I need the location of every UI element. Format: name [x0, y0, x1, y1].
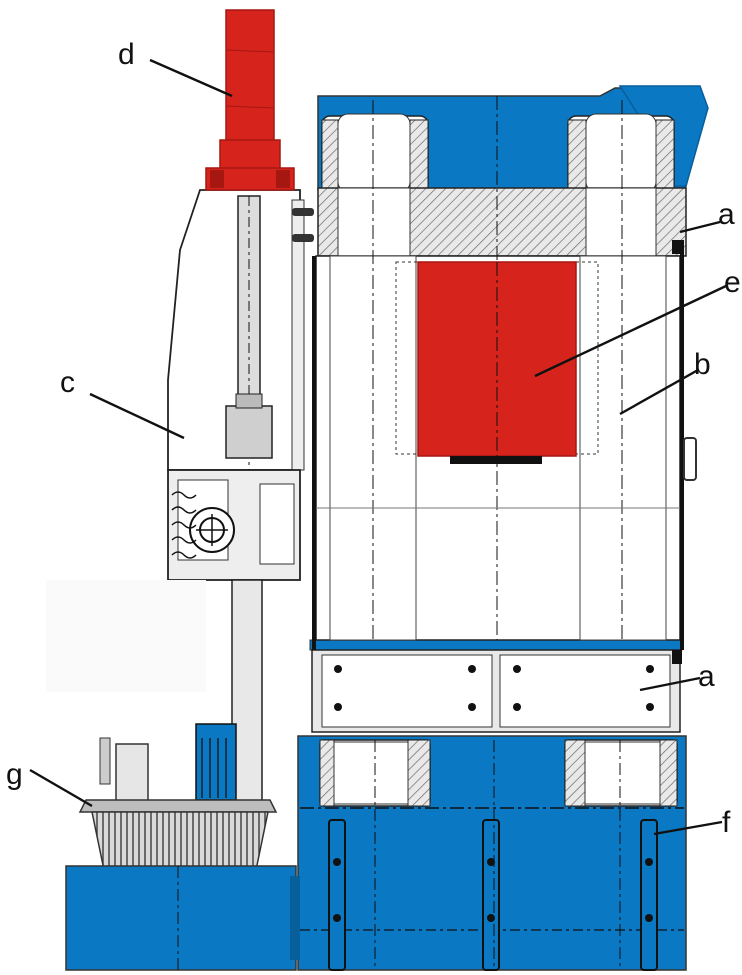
tank-lid	[78, 799, 278, 813]
red-motor-band-1	[225, 49, 275, 53]
upper-seal-left-2	[409, 119, 429, 191]
leader-a-top	[679, 220, 721, 234]
label-e: e	[724, 266, 741, 299]
column-right	[579, 255, 667, 641]
lower-platen-block-left	[321, 654, 493, 728]
leader-d	[149, 58, 233, 98]
base-piston-left	[333, 741, 409, 805]
red-motor-body	[225, 9, 275, 161]
base-seal-right-2	[659, 739, 678, 807]
upper-seal-right-2	[655, 119, 675, 191]
tank-riser-pipe	[99, 737, 111, 785]
lower-platen-bolts	[334, 665, 654, 711]
label-a-bottom: a	[698, 660, 715, 693]
blue-pump-motor	[195, 723, 237, 801]
red-motor-flange	[205, 167, 295, 191]
gearbox-side-plate	[259, 483, 295, 565]
tank-riser	[115, 743, 149, 803]
left-base-body	[65, 865, 297, 971]
label-a-top: a	[718, 198, 735, 231]
flange-clamps	[292, 208, 314, 242]
leader-g	[29, 768, 93, 808]
label-b: b	[694, 348, 711, 381]
frame-upper-marker	[672, 240, 684, 254]
left-base-step	[290, 876, 300, 960]
leader-c	[89, 392, 185, 440]
red-motor-flange-left	[210, 170, 224, 188]
upper-seal-right-1	[567, 119, 587, 191]
leader-f	[653, 820, 723, 836]
label-g: g	[6, 758, 23, 791]
blue-pump-motor-ribs	[201, 738, 227, 798]
label-c: c	[60, 366, 75, 399]
upper-seal-left-1	[321, 119, 339, 191]
red-motor	[205, 9, 295, 191]
left-base	[65, 865, 300, 971]
crosshead-bore-right	[585, 187, 657, 257]
main-frame	[312, 85, 709, 650]
lower-platen-top-rail	[309, 639, 683, 651]
label-f: f	[722, 806, 731, 839]
leader-e	[534, 284, 727, 378]
red-motor-flange-right	[276, 170, 290, 188]
lower-shaft	[231, 579, 263, 811]
base-seal-right-1	[564, 739, 586, 807]
coupling	[225, 405, 273, 459]
callouts: d a e b c a f g	[6, 38, 741, 839]
coupling-hub	[235, 393, 263, 409]
base-seal-left-2	[407, 739, 431, 807]
column-left-inner-dash	[395, 261, 419, 455]
red-motor-band-2	[225, 105, 275, 109]
coil-windings	[171, 491, 197, 559]
crosshead-bore-left	[337, 187, 411, 257]
base-frame	[297, 735, 687, 971]
base-piston-right	[584, 741, 661, 805]
oil-tank-unit	[78, 737, 278, 871]
label-d: d	[118, 38, 135, 71]
base-seal-left-1	[319, 739, 335, 807]
lower-platen-block-right	[499, 654, 671, 728]
upper-piston-left	[337, 113, 411, 193]
gear-icon	[189, 507, 235, 553]
lower-platen	[309, 639, 683, 733]
base-bolt-nuts	[333, 858, 653, 922]
leader-b	[619, 368, 699, 416]
lower-platen-marker	[672, 650, 682, 664]
base-tie-bolts	[328, 819, 658, 971]
ram-foot	[450, 456, 542, 464]
leader-a-bottom	[639, 676, 701, 692]
frame-right-handle	[683, 437, 697, 481]
upper-piston-right	[585, 113, 657, 193]
ghost-panel	[46, 580, 206, 692]
tank-fins	[91, 811, 269, 871]
lower-drive	[195, 579, 263, 811]
drive-housing	[167, 189, 314, 581]
